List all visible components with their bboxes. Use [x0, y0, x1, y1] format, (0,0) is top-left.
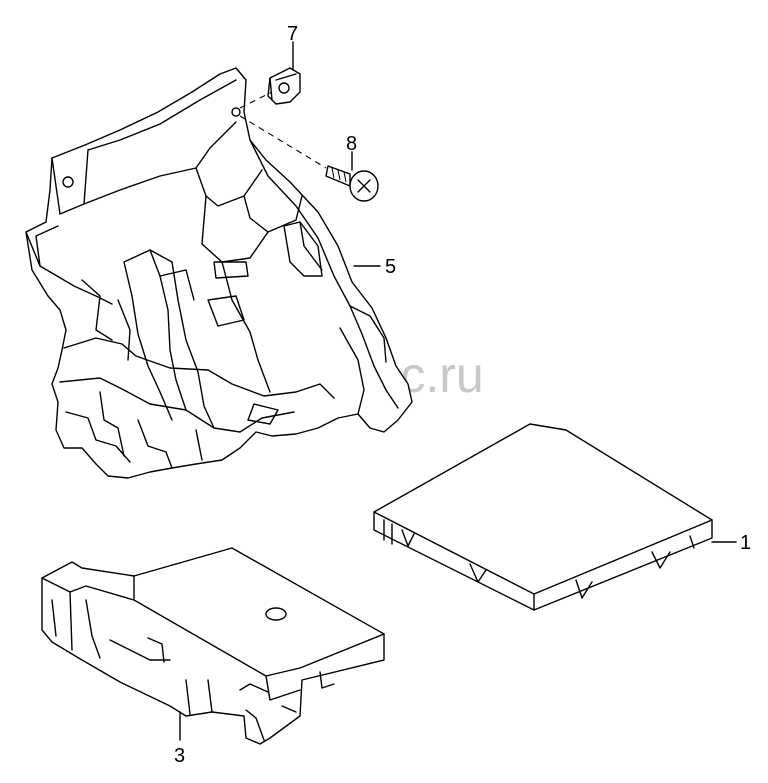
- callout-1: 1: [740, 532, 751, 554]
- control-unit-part-3: [41, 547, 385, 745]
- bracket-part-5: [25, 67, 413, 479]
- assembly-line-screw: [239, 115, 327, 169]
- screw-part-8: [325, 165, 379, 202]
- callout-5: 5: [385, 256, 396, 278]
- clip-nut-part-7: [267, 67, 301, 105]
- control-module-part-1: [373, 423, 713, 611]
- assembly-line-clip: [239, 91, 273, 109]
- callout-8: 8: [346, 133, 357, 155]
- callout-7: 7: [287, 23, 298, 45]
- callout-3: 3: [174, 745, 185, 767]
